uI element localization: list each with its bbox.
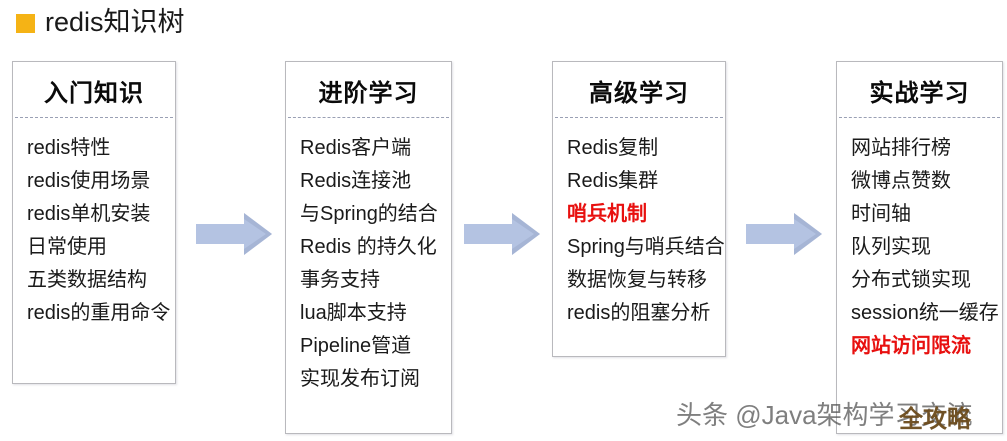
column-divider: [839, 117, 1000, 118]
list-item-highlighted[interactable]: 网站访问限流: [851, 335, 971, 357]
list-item[interactable]: Redis连接池: [300, 170, 412, 192]
column-header: 实战学习: [869, 80, 970, 107]
column-divider: [15, 117, 173, 118]
list-item[interactable]: 微博点赞数: [851, 170, 951, 192]
list-item[interactable]: 与Spring的结合: [300, 203, 438, 225]
column-item-list: Redis复制 Redis集群 哨兵机制 Spring与哨兵结合 数据恢复与转移…: [553, 118, 725, 340]
list-item[interactable]: 分布式锁实现: [851, 269, 971, 291]
column-card-advanced: 高级学习 Redis复制 Redis集群 哨兵机制 Spring与哨兵结合 数据…: [552, 61, 726, 357]
column-header: 进阶学习: [318, 80, 419, 107]
list-item[interactable]: 队列实现: [851, 236, 931, 258]
column-card-intermediate: 进阶学习 Redis客户端 Redis连接池 与Spring的结合 Redis …: [285, 61, 452, 434]
column-item-list: Redis客户端 Redis连接池 与Spring的结合 Redis 的持久化 …: [286, 118, 451, 406]
arrow-right-icon: [463, 212, 541, 256]
list-item-highlighted[interactable]: 哨兵机制: [567, 203, 647, 225]
list-item[interactable]: redis的重用命令: [27, 302, 171, 324]
column-header: 高级学习: [589, 80, 689, 107]
column-header: 入门知识: [44, 80, 144, 107]
list-item[interactable]: 事务支持: [300, 269, 380, 291]
page-title: redis知识树: [16, 2, 185, 42]
list-item[interactable]: Redis 的持久化: [300, 236, 437, 258]
list-item[interactable]: lua脚本支持: [300, 302, 407, 324]
list-item[interactable]: Redis客户端: [300, 137, 412, 159]
column-card-practice: 实战学习 网站排行榜 微博点赞数 时间轴 队列实现 分布式锁实现 session…: [836, 61, 1003, 434]
list-item[interactable]: session统一缓存: [851, 302, 999, 324]
list-item[interactable]: redis特性: [27, 137, 111, 159]
list-item[interactable]: redis的阻塞分析: [567, 302, 711, 324]
list-item[interactable]: Redis复制: [567, 137, 659, 159]
list-item[interactable]: 五类数据结构: [27, 269, 147, 291]
list-item[interactable]: 时间轴: [851, 203, 911, 225]
column-divider: [288, 117, 449, 118]
arrow-right-icon: [745, 212, 823, 256]
square-bullet-icon: [16, 14, 35, 33]
list-item[interactable]: redis使用场景: [27, 170, 151, 192]
list-item[interactable]: Pipeline管道: [300, 335, 412, 357]
list-item[interactable]: Spring与哨兵结合: [567, 236, 725, 258]
list-item[interactable]: 数据恢复与转移: [567, 269, 707, 291]
list-item[interactable]: 实现发布订阅: [300, 368, 420, 390]
page-title-text: redis知识树: [45, 7, 185, 37]
column-item-list: 网站排行榜 微博点赞数 时间轴 队列实现 分布式锁实现 session统一缓存 …: [837, 118, 1002, 373]
list-item[interactable]: 网站排行榜: [851, 137, 951, 159]
list-item[interactable]: Redis集群: [567, 170, 659, 192]
column-item-list: redis特性 redis使用场景 redis单机安装 日常使用 五类数据结构 …: [13, 118, 175, 340]
list-item[interactable]: 日常使用: [27, 236, 107, 258]
column-divider: [555, 117, 723, 118]
column-card-entry: 入门知识 redis特性 redis使用场景 redis单机安装 日常使用 五类…: [12, 61, 176, 384]
arrow-right-icon: [195, 212, 273, 256]
list-item[interactable]: redis单机安装: [27, 203, 151, 225]
